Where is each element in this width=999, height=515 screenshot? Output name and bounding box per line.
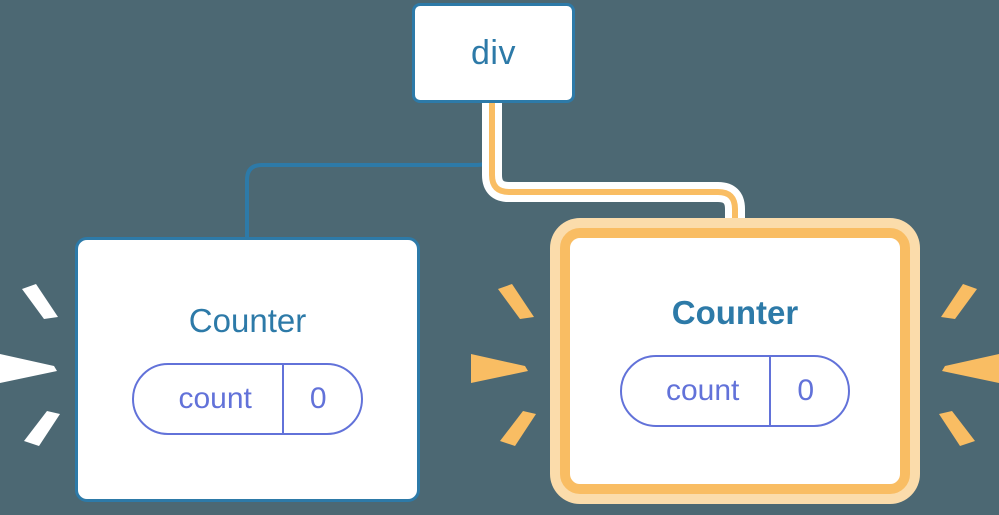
node-div-label: div xyxy=(471,33,516,72)
node-div[interactable]: div xyxy=(412,3,575,103)
state-pill-right: count 0 xyxy=(619,354,851,427)
sparkle-ray xyxy=(500,411,536,446)
node-counter-left[interactable]: Counter count 0 xyxy=(75,237,420,502)
sparkle-ray xyxy=(939,411,975,446)
state-key: count xyxy=(178,382,252,415)
node-counter-left-label: Counter xyxy=(188,302,307,339)
sparkle-group-middle xyxy=(471,284,536,446)
state-value: 0 xyxy=(281,365,361,433)
sparkle-ray xyxy=(24,411,60,446)
sparkle-ray xyxy=(471,354,528,383)
sparkle-ray xyxy=(0,354,57,383)
sparkle-ray xyxy=(498,284,534,319)
sparkle-ray xyxy=(941,284,977,319)
edge-div-to-counter-right xyxy=(489,100,738,240)
state-value: 0 xyxy=(769,356,848,425)
node-counter-right[interactable]: Counter count 0 xyxy=(560,228,910,494)
state-key: count xyxy=(665,373,740,407)
state-pill-left: count 0 xyxy=(132,363,363,435)
sparkle-group-left xyxy=(0,284,60,446)
sparkle-ray xyxy=(942,354,999,383)
sparkle-group-right xyxy=(939,284,999,446)
sparkle-ray xyxy=(22,284,58,319)
node-counter-right-label: Counter xyxy=(671,293,799,331)
